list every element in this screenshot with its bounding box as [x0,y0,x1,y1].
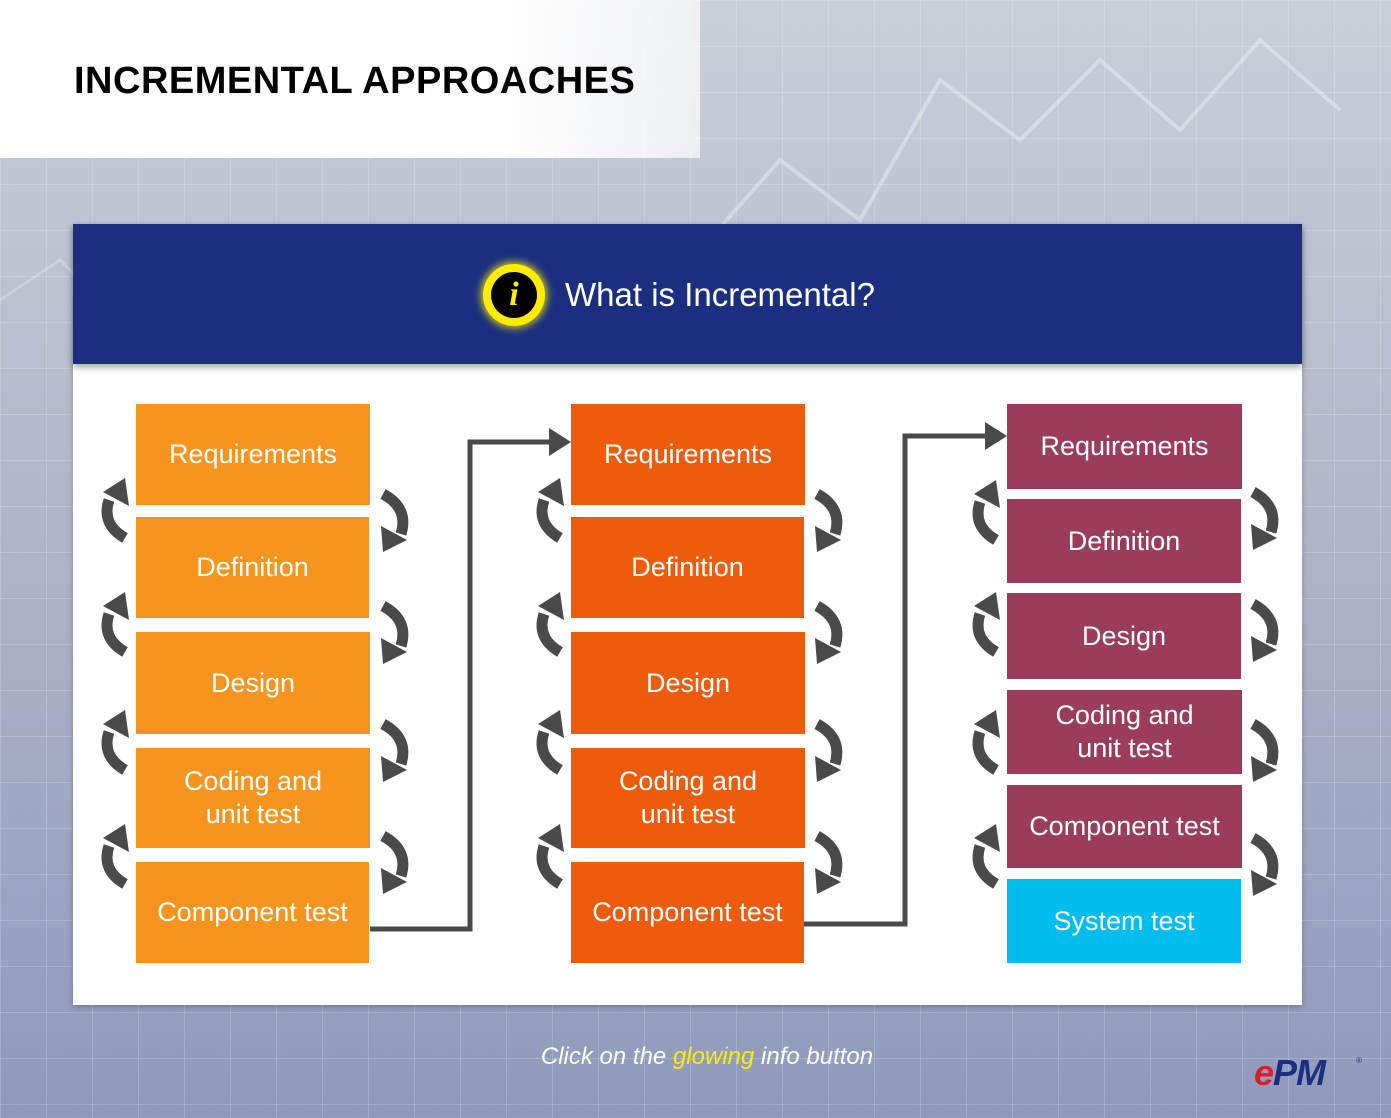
curved-arrow-icon [538,710,564,770]
page-title: INCREMENTAL APPROACHES [74,60,636,102]
instruction-text: Click on the glowing info button [540,1043,874,1070]
curved-arrow-icon [974,592,1000,652]
content-panel: i What is Incremental? Requirements Defi… [73,224,1302,1005]
panel-header: i What is Incremental? [73,224,1302,364]
col3-stage-system-test: System test [1007,879,1241,963]
col2-stage-requirements: Requirements [571,404,805,505]
col3-stage-coding: Coding and unit test [1007,690,1242,774]
col2-stage-definition: Definition [571,517,804,618]
col3-stage-component-test: Component test [1007,785,1242,868]
col3-stage-design: Design [1007,593,1241,679]
curved-arrow-icon [815,836,841,894]
curved-arrow-icon [1251,724,1277,782]
title-bar: INCREMENTAL APPROACHES [0,0,700,158]
col1-stage-requirements: Requirements [136,404,370,505]
curved-arrow-icon [815,606,841,664]
curved-arrow-icon [103,710,129,770]
curved-arrow-icon [538,824,564,884]
curved-arrow-icon [103,478,129,538]
col1-stage-component-test: Component test [136,862,369,963]
panel-heading: What is Incremental? [565,276,875,313]
col2-stage-coding: Coding and unit test [571,748,805,848]
col1-stage-design: Design [136,632,370,734]
curved-arrow-icon [103,824,129,884]
curved-arrow-icon [1251,838,1277,896]
col1-stage-coding: Coding and unit test [136,748,370,848]
col2-stage-component-test: Component test [571,862,804,963]
curved-arrow-icon [1251,492,1277,550]
epm-logo: ePM ® [1254,1052,1362,1093]
curved-arrow-icon [538,478,564,538]
highlight-word: glowing [672,1043,755,1070]
curved-arrow-icon [538,592,564,652]
arrow-right-icon [804,422,1007,927]
curved-arrow-icon [103,592,129,652]
col2-stage-design: Design [571,632,805,734]
curved-arrow-icon [815,494,841,552]
diagram-arrows [73,422,1302,932]
info-icon: i [491,272,537,318]
info-button[interactable]: i [483,264,545,326]
curved-arrow-icon [815,724,841,782]
col1-stage-definition: Definition [136,517,369,618]
curved-arrow-icon [1251,604,1277,662]
curved-arrow-icon [974,710,1000,770]
curved-arrow-icon [974,480,1000,540]
curved-arrow-icon [381,606,407,664]
curved-arrow-icon [381,724,407,782]
arrow-right-icon [370,428,571,932]
col3-stage-definition: Definition [1007,499,1241,583]
curved-arrow-icon [974,824,1000,884]
col3-stage-requirements: Requirements [1007,404,1242,489]
curved-arrow-icon [381,494,407,552]
curved-arrow-icon [381,836,407,894]
